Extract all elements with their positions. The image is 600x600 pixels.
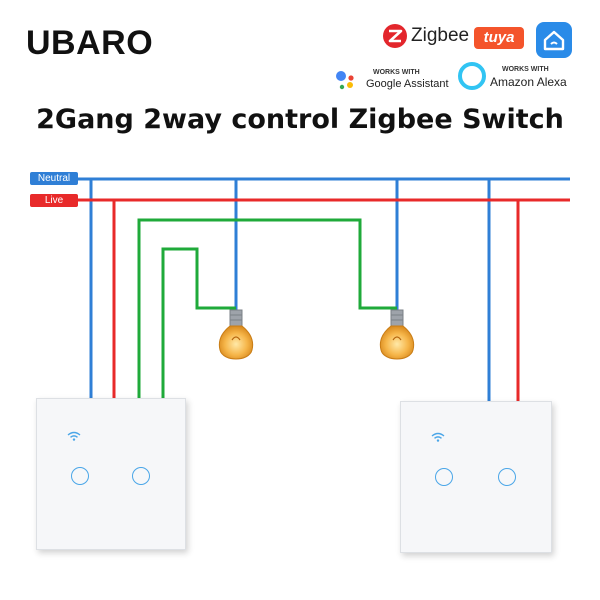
touch-button-1[interactable] bbox=[435, 468, 453, 486]
switch-panel-left bbox=[36, 398, 186, 550]
zigbee-label: Zigbee bbox=[411, 25, 470, 46]
alexa-label: Amazon Alexa bbox=[490, 75, 567, 89]
neutral-label: Neutral bbox=[30, 172, 78, 185]
neutral-wire bbox=[30, 177, 570, 403]
switch-panel-right bbox=[400, 401, 552, 553]
zigbee-icon bbox=[383, 24, 407, 48]
light-bulb-icon bbox=[218, 309, 254, 360]
touch-button-2[interactable] bbox=[498, 468, 516, 486]
google-assistant-icon bbox=[336, 71, 354, 90]
page-title: 2Gang 2way control Zigbee Switch bbox=[36, 104, 564, 135]
compatibility-logos: Zigbee tuya WORKS WITH Google Assistant … bbox=[0, 0, 600, 100]
touch-button-2[interactable] bbox=[132, 467, 150, 485]
google-works-with: WORKS WITH bbox=[373, 69, 420, 76]
google-assistant-label: Google Assistant bbox=[366, 78, 449, 90]
brand-name: UBARO bbox=[26, 24, 154, 62]
smart-home-icon bbox=[536, 22, 572, 58]
switch-wires bbox=[137, 218, 397, 400]
live-label: Live bbox=[30, 194, 78, 207]
google-assistant-badge: WORKS WITH Google Assistant bbox=[333, 64, 453, 96]
alexa-badge: WORKS WITH Amazon Alexa bbox=[458, 62, 578, 94]
live-wire bbox=[30, 198, 570, 403]
touch-button-1[interactable] bbox=[71, 467, 89, 485]
light-bulb-icon bbox=[379, 309, 415, 360]
zigbee-logo: Zigbee bbox=[383, 24, 473, 50]
tuya-icon: tuya bbox=[474, 27, 524, 49]
wifi-icon bbox=[67, 431, 81, 441]
alexa-works-with: WORKS WITH bbox=[502, 66, 549, 73]
wifi-icon bbox=[431, 432, 445, 442]
alexa-icon bbox=[458, 62, 486, 90]
